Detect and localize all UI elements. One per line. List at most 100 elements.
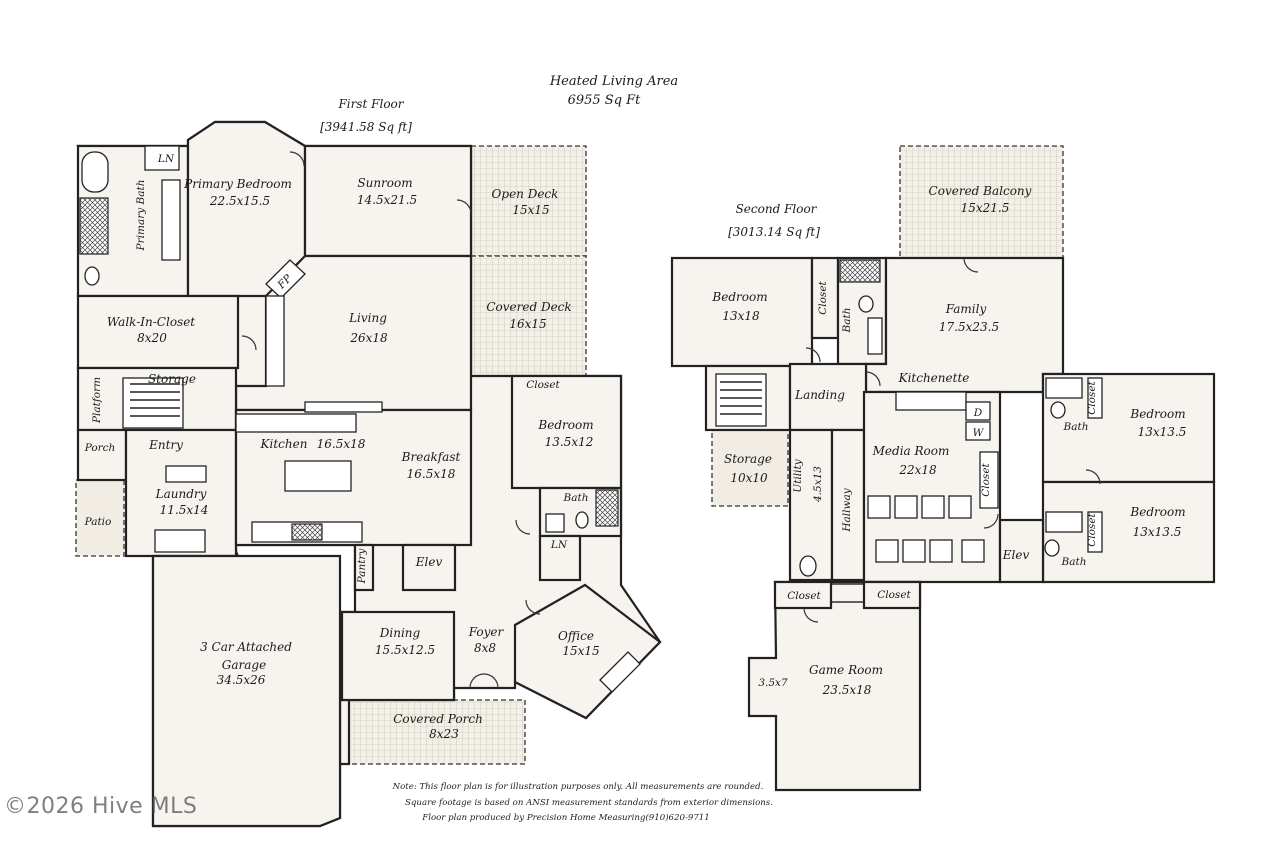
- bedroom-size-3: 13x13.5: [1138, 425, 1187, 439]
- storage-upper-area: [711, 429, 789, 507]
- washer-label: W: [973, 427, 985, 439]
- primary-bath-label: Primary Bath: [135, 180, 147, 252]
- kitchen-size: 16.5x18: [317, 437, 366, 451]
- upper-door-5: [983, 513, 999, 529]
- stair-fixture: [122, 377, 184, 429]
- kitchen-label: Kitchen: [260, 437, 308, 451]
- bath-label-2: Bath: [841, 308, 853, 334]
- office-size: 15x15: [562, 644, 599, 658]
- covered-porch-label: Covered Porch: [393, 712, 483, 726]
- first-floor-plan: [75, 120, 662, 828]
- utility-label: Utility: [792, 458, 804, 492]
- laundry-counter-fixture: [165, 465, 207, 483]
- garage-block: [151, 554, 342, 828]
- closet-label-6: Closet: [787, 590, 821, 602]
- fireplace-fixture: [265, 259, 306, 299]
- upper-tub-2: [1045, 511, 1083, 533]
- dining-size: 15.5x12.5: [375, 643, 435, 657]
- office-label: Office: [558, 629, 594, 643]
- garage-label-line1: 3 Car Attached: [200, 640, 292, 654]
- upper-door-6: [803, 607, 819, 623]
- upper-door-1: [963, 257, 979, 273]
- walk-in-closet-label: Walk-In-Closet: [107, 315, 195, 329]
- covered-deck-label: Covered Deck: [486, 300, 571, 314]
- bedroom-label-3: Bedroom: [1129, 407, 1185, 421]
- storage-label-1: Storage: [148, 372, 196, 386]
- linen-closet-fixture: [144, 145, 180, 171]
- platform-label: Platform: [91, 377, 103, 424]
- porch-label: Porch: [84, 442, 116, 454]
- breakfast-label: Breakfast: [401, 450, 461, 464]
- breakfast-size: 16.5x18: [407, 467, 456, 481]
- heated-area-total: 6955 Sq Ft: [568, 93, 642, 108]
- bedroom-size-4: 13x13.5: [1133, 525, 1182, 539]
- closet-game-left: [773, 580, 833, 610]
- foyer-label: Foyer: [468, 625, 505, 639]
- upper-toilet-3: [1044, 539, 1060, 557]
- door-swing-4: [525, 599, 541, 615]
- closet-label-1: Closet: [526, 379, 560, 391]
- closet-label-5: Closet: [1086, 512, 1098, 546]
- bedroom-size-2: 13x18: [722, 309, 760, 323]
- toilet-fixture: [84, 266, 100, 286]
- laundry-appliance-fixture: [154, 529, 206, 553]
- second-floor-plan: [670, 145, 1216, 792]
- bathtub-fixture: [81, 151, 109, 193]
- porch-block: [76, 428, 128, 482]
- closet-game-right: [862, 580, 922, 610]
- sunroom-label: Sunroom: [357, 176, 412, 190]
- vanity-fixture: [161, 179, 181, 261]
- utility-block: [788, 428, 834, 582]
- closet-label-7: Closet: [877, 589, 911, 601]
- pantry-label: Pantry: [356, 548, 368, 585]
- elev-upper-block: [998, 518, 1045, 584]
- laundry-label: Laundry: [155, 487, 207, 501]
- ln-label-1: LN: [157, 153, 175, 165]
- elev-block: [401, 543, 457, 592]
- primary-bedroom-size: 22.5x15.5: [209, 194, 270, 208]
- game-room-stair: [830, 583, 865, 603]
- elev-label-1: Elev: [415, 555, 443, 569]
- utility-size: 4.5x13: [812, 466, 824, 503]
- closet-label-3: Closet: [980, 462, 992, 496]
- entry-label: Entry: [148, 438, 183, 452]
- upper-tub-1: [1045, 377, 1083, 399]
- covered-balcony-size: 15x21.5: [961, 201, 1010, 215]
- foyer-double-door: [469, 673, 499, 689]
- dining-label: Dining: [379, 626, 421, 640]
- closet-upper-block: [810, 256, 840, 340]
- kitchenette-label: Kitchenette: [898, 371, 970, 385]
- media-closet-fixture: [979, 451, 999, 509]
- bedroom-size-1: 13.5x12: [545, 435, 594, 449]
- upper-vanity-fixture: [867, 317, 883, 355]
- bath-label-1: Bath: [563, 492, 589, 504]
- dryer-label: D: [973, 407, 983, 419]
- covered-porch-size: 8x23: [429, 727, 459, 741]
- upper-door-3: [805, 347, 821, 363]
- patio-area: [75, 479, 125, 557]
- storage-label-2: Storage: [724, 452, 772, 466]
- upper-stair-treads: [720, 381, 762, 415]
- bath-vanity-fixture: [545, 513, 565, 533]
- bedroom-label-1: Bedroom: [537, 418, 593, 432]
- covered-deck-size: 16x15: [509, 317, 546, 331]
- sunroom-block: [303, 144, 473, 258]
- door-swing-3: [241, 335, 257, 351]
- garage-size: 34.5x26: [217, 673, 266, 687]
- door-swing-1: [289, 151, 305, 167]
- walk-in-closet-size: 8x20: [137, 331, 167, 345]
- bath-label-4: Bath: [1061, 556, 1087, 568]
- open-deck-label: Open Deck: [492, 187, 559, 201]
- nook-size: 3.5x7: [758, 677, 788, 689]
- sunroom-size: 14.5x21.5: [357, 193, 417, 207]
- bath-label-3: Bath: [1063, 421, 1089, 433]
- patio-label: Patio: [84, 516, 112, 528]
- bath-shower-fixture: [595, 489, 619, 527]
- garage-label-line2: Garage: [222, 658, 266, 672]
- living-label: Living: [348, 311, 387, 325]
- dryer-fixture: [965, 401, 991, 421]
- second-floor-area: [3013.14 Sq ft]: [728, 225, 820, 239]
- foyer-size: 8x8: [474, 641, 496, 655]
- family-label: Family: [945, 302, 987, 316]
